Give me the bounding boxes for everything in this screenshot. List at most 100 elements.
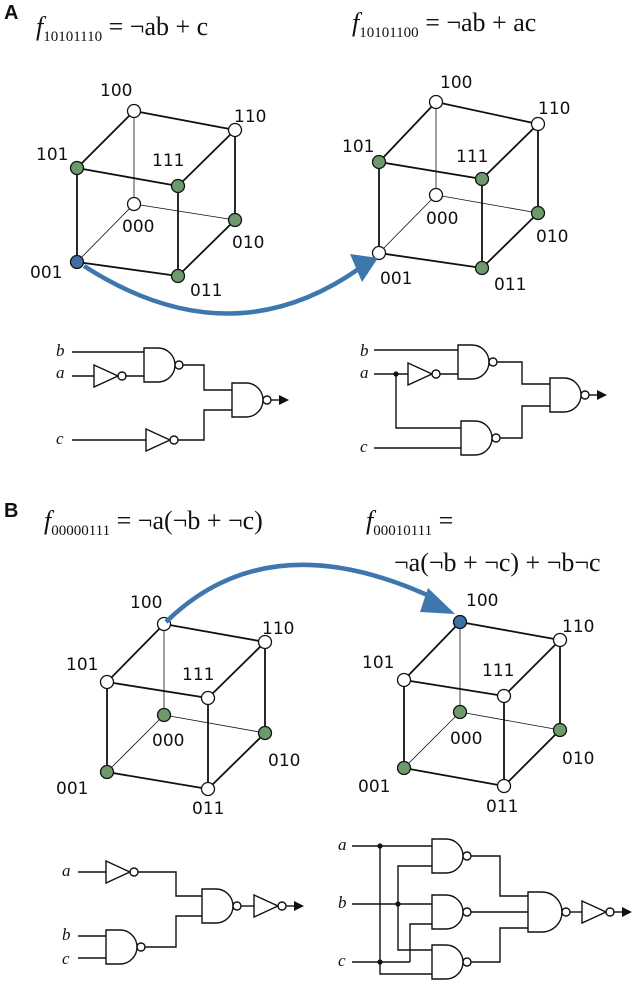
vertex-label-110: 110: [234, 107, 266, 127]
cube-edge: [106, 623, 165, 683]
nand-gate-3: [431, 944, 464, 980]
nand-bubble: [462, 907, 472, 917]
vertex-label-011: 011: [192, 799, 224, 819]
cube-edge: [378, 161, 483, 180]
panel-a-label: A: [4, 2, 19, 24]
formula-b-left: f00000111 = ¬a(¬b + ¬c): [44, 506, 263, 539]
vertex-label-110: 110: [538, 99, 570, 119]
cube-edge: [378, 194, 437, 254]
nand-gate-2: [201, 888, 234, 924]
formula-b-right: f00010111 =: [366, 506, 454, 539]
input-label-c: c: [62, 949, 70, 968]
vertex-label-000: 000: [152, 731, 184, 751]
vertex-label-001: 001: [358, 777, 390, 797]
vertex-label-101: 101: [36, 145, 68, 165]
input-label-a: a: [56, 363, 65, 382]
junction-dot: [377, 959, 383, 965]
vertex-101: [396, 672, 412, 688]
vertex-label-011: 011: [190, 281, 222, 301]
cube-edge: [378, 252, 483, 269]
vertex-101: [371, 154, 387, 170]
vertex-label-100: 100: [440, 73, 472, 93]
not-bubble: [169, 435, 179, 445]
vertex-label-000: 000: [426, 209, 458, 229]
junction-dot: [395, 901, 401, 907]
cube-edge: [403, 711, 461, 769]
vertex-000: [126, 196, 142, 212]
nand-bubble: [262, 395, 272, 405]
cube-edge: [481, 123, 539, 180]
vertex-111: [200, 690, 216, 706]
vertex-011: [496, 778, 512, 794]
cube-edge: [403, 679, 505, 697]
nand-bubble: [462, 957, 472, 967]
nand-bubble: [462, 851, 472, 861]
vertex-001: [396, 760, 412, 776]
vertex-label-000: 000: [122, 217, 154, 237]
input-label-a: a: [338, 835, 347, 854]
vertex-label-010: 010: [268, 751, 300, 771]
vertex-110: [530, 116, 546, 132]
vertex-label-111: 111: [182, 665, 214, 685]
nand-bubble: [580, 390, 590, 400]
wire: [138, 871, 202, 897]
vertex-100: [428, 94, 444, 110]
vertex-001: [69, 254, 85, 270]
wire: [178, 409, 232, 441]
cube-edge: [76, 110, 135, 169]
nand-gate-1: [457, 344, 490, 380]
vertex-label-011: 011: [494, 275, 526, 295]
nand-bubble: [491, 433, 501, 443]
vertex-label-001: 001: [30, 263, 62, 283]
input-label-b: b: [62, 925, 71, 944]
transition-arrow-a: [82, 264, 362, 316]
cube-edge: [403, 621, 461, 681]
vertex-label-000: 000: [450, 729, 482, 749]
vertex-label-110: 110: [562, 617, 594, 637]
vertex-010: [530, 205, 546, 221]
transition-arrowhead-b: [420, 588, 455, 614]
cube-edge: [106, 681, 209, 699]
wire: [409, 923, 432, 962]
not-gate: [93, 363, 120, 389]
vertex-label-100: 100: [100, 81, 132, 101]
nand-bubble: [232, 901, 242, 911]
cube-edge: [133, 203, 236, 221]
vertex-011: [474, 260, 490, 276]
not-gate: [581, 899, 608, 925]
cube-edge: [163, 623, 266, 643]
wire: [379, 846, 432, 975]
vertex-100: [126, 103, 142, 119]
vertex-label-101: 101: [362, 653, 394, 673]
nand-gate-output: [549, 377, 582, 413]
vertex-label-110: 110: [262, 619, 294, 639]
wire: [395, 374, 461, 429]
cube-edge: [435, 194, 539, 214]
vertex-label-010: 010: [232, 233, 264, 253]
vertex-label-001: 001: [380, 269, 412, 289]
cubes: 000 001 010 011 100 101 110 111 000 001 010 011 100 1…: [30, 73, 594, 819]
formula-b-right-line2: ¬a(¬b + ¬c) + ¬b¬c: [394, 548, 601, 577]
wire: [145, 915, 202, 948]
vertex-110: [257, 634, 273, 650]
vertex-000: [156, 707, 172, 723]
cube-edge: [163, 714, 266, 734]
input-label-b: b: [56, 341, 65, 360]
vertex-110: [227, 122, 243, 138]
vertex-000: [428, 187, 444, 203]
cube-edge: [76, 167, 179, 187]
formula-a-left: f10101110 = ¬ab + c: [36, 12, 209, 45]
cube-edge: [207, 732, 266, 790]
cube-edge: [106, 771, 209, 790]
wire: [397, 865, 432, 904]
transition-arrowhead-a: [350, 254, 378, 282]
wire: [183, 364, 232, 391]
not-bubble: [431, 369, 441, 379]
vertex-label-001: 001: [56, 779, 88, 799]
nand-gate-1: [431, 838, 464, 874]
